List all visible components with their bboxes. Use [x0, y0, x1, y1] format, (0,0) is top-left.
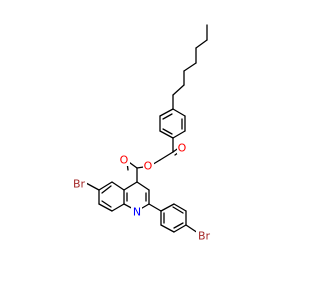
structure-svg: O O O N Br Br [71, 24, 212, 243]
bond [85, 182, 100, 191]
phenyl-bromine-label: Br [198, 230, 211, 243]
bond [160, 203, 175, 212]
benzene-ring-upper [159, 108, 186, 139]
bond [162, 128, 173, 135]
bond [173, 222, 184, 229]
quinoline-bromine-label: Br [73, 178, 86, 191]
bond [172, 206, 184, 214]
quinoline-ring [85, 181, 150, 212]
bond [172, 130, 186, 139]
bond [159, 130, 174, 139]
bond [111, 203, 125, 212]
bond [160, 224, 175, 233]
bond [101, 200, 112, 208]
bond [172, 108, 186, 117]
bond [98, 203, 113, 212]
ester-ether-oxygen-label: O [144, 160, 153, 173]
bond [159, 151, 174, 161]
ketone-oxygen-label: O [178, 142, 187, 155]
heptyl-chain [172, 24, 208, 110]
bond [183, 62, 197, 72]
bond [123, 181, 138, 191]
bond [162, 113, 173, 120]
bond [173, 224, 187, 233]
molecule-diagram: O O O N Br Br [71, 24, 212, 243]
quinoline-nitrogen-label: N [133, 206, 141, 219]
bond [173, 203, 187, 212]
bond [98, 181, 113, 191]
bond [159, 108, 174, 117]
bond [136, 181, 150, 191]
bond [148, 203, 162, 212]
ester-carbonyl-oxygen-label: O [120, 154, 129, 167]
atom-labels: O O O N Br Br [71, 142, 212, 243]
bond [195, 39, 208, 49]
bond [111, 181, 125, 191]
bromophenyl-ring [148, 203, 199, 234]
bond [101, 185, 112, 194]
bond [172, 84, 185, 96]
